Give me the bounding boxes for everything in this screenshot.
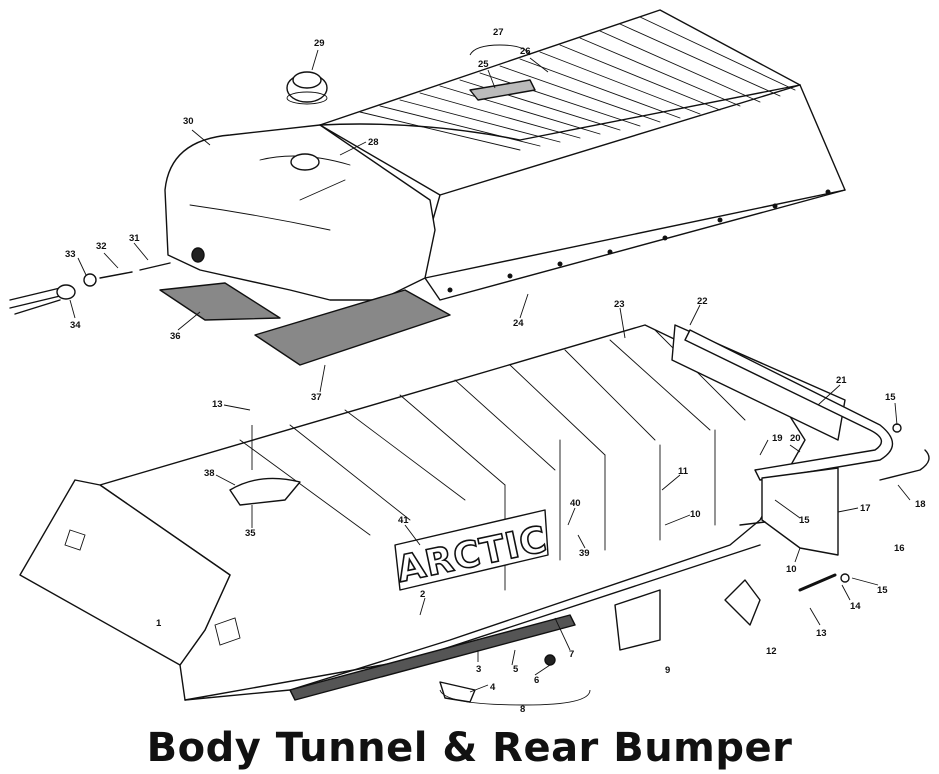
callout-5: 5 [513, 664, 519, 675]
callout-3: 3 [476, 664, 481, 675]
callout-9: 9 [665, 665, 670, 676]
callout-13a: 13 [212, 399, 223, 410]
callout-7: 7 [569, 649, 574, 660]
callout-2: 2 [420, 589, 425, 600]
callout-36: 36 [170, 331, 181, 342]
callout-39: 39 [579, 548, 590, 559]
fuel-line-fittings [9, 262, 171, 315]
callout-13b: 13 [816, 628, 827, 639]
callout-20: 20 [790, 433, 801, 444]
callout-10b: 10 [786, 564, 797, 575]
callout-6: 6 [534, 675, 539, 686]
callout-37: 37 [311, 392, 322, 403]
callout-25: 25 [478, 59, 489, 70]
callout-33: 33 [65, 249, 76, 260]
callout-31: 31 [129, 233, 140, 244]
callout-26: 26 [520, 46, 531, 57]
callout-32: 32 [96, 241, 107, 252]
callout-14: 14 [850, 601, 861, 612]
callout-21: 21 [836, 375, 847, 386]
callout-29: 29 [314, 38, 325, 49]
callout-1: 1 [156, 618, 162, 629]
callout-19: 19 [772, 433, 783, 444]
callout-15a: 15 [885, 392, 896, 403]
body-tunnel: ARCTIC [19, 324, 806, 701]
callout-30: 30 [183, 116, 194, 127]
callout-22: 22 [697, 296, 708, 307]
callout-41: 41 [398, 515, 409, 526]
leader-lines [69, 44, 911, 706]
callout-24: 24 [513, 318, 524, 329]
diagram-title: Body Tunnel & Rear Bumper [146, 725, 793, 771]
callout-15b: 15 [799, 515, 810, 526]
callout-10a: 10 [690, 509, 701, 520]
callout-40: 40 [570, 498, 581, 509]
seat [319, 9, 846, 301]
callout-28: 28 [368, 137, 379, 148]
callout-4: 4 [490, 682, 496, 693]
callout-12: 12 [766, 646, 777, 657]
rear-bumper [671, 324, 930, 592]
callout-16: 16 [894, 543, 905, 554]
callout-17: 17 [860, 503, 871, 514]
callout-15c: 15 [877, 585, 888, 596]
gas-cap [286, 71, 328, 105]
tank-pads [159, 282, 451, 366]
callout-8: 8 [520, 704, 525, 715]
callout-numbers: 1 2 3 4 5 6 7 8 9 10 10 11 12 13 13 14 1… [65, 27, 926, 715]
callout-27: 27 [493, 27, 504, 38]
callout-38: 38 [204, 468, 215, 479]
exploded-parts-diagram: ARCTIC [9, 9, 930, 715]
callout-34: 34 [70, 320, 81, 331]
callout-23: 23 [614, 299, 625, 310]
fuel-tank [164, 124, 436, 301]
callout-35: 35 [245, 528, 256, 539]
callout-18: 18 [915, 499, 926, 510]
rear-plates [614, 579, 761, 651]
callout-11: 11 [678, 466, 689, 477]
